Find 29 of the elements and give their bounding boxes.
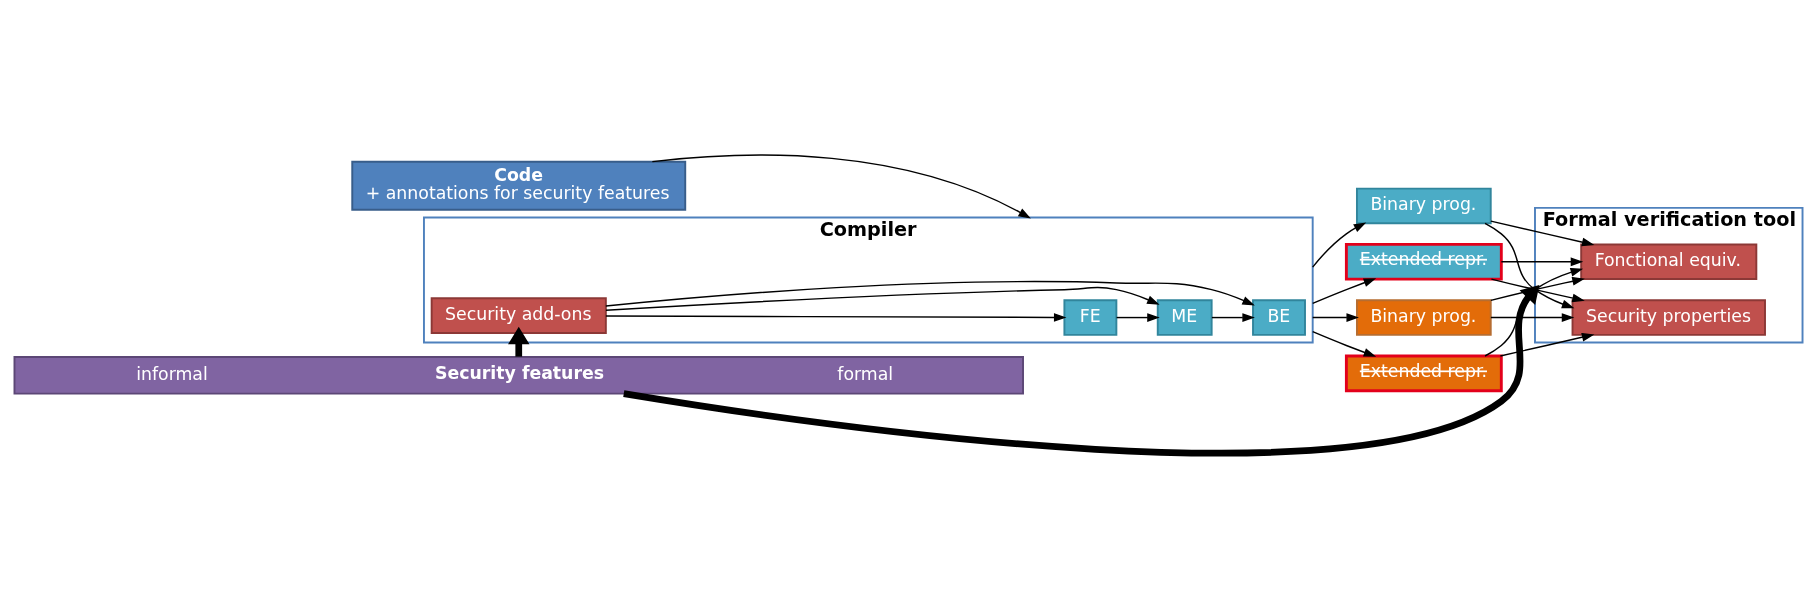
arrow	[605, 280, 1255, 307]
node-box: Fonctional equiv.	[1580, 242, 1758, 280]
arrow	[1499, 332, 1595, 357]
arrow	[1500, 256, 1584, 266]
arrow	[1311, 277, 1377, 304]
node-box: informal Security features formal	[13, 355, 1024, 395]
arrow	[605, 312, 1067, 322]
node-box: Binary prog.	[1356, 187, 1492, 224]
arrow	[1211, 312, 1255, 322]
arrow	[651, 153, 1031, 219]
arrow	[1490, 219, 1595, 246]
node-box: ME	[1156, 298, 1213, 336]
node-box: Security add-ons	[430, 296, 607, 334]
arrow	[1311, 312, 1359, 322]
arrow	[1484, 222, 1575, 308]
node-box: Extended repr.	[1344, 354, 1503, 392]
node-box: FE	[1063, 298, 1118, 336]
arrow	[1311, 330, 1377, 357]
node-box: Binary prog.	[1356, 298, 1492, 336]
arrow	[623, 284, 1540, 456]
arrow	[1115, 312, 1160, 322]
arrow	[1311, 221, 1367, 268]
node-box: Extended repr.	[1344, 242, 1503, 280]
node-box: Code + annotations for security features	[351, 160, 687, 211]
arrow	[1484, 267, 1584, 357]
arrow	[605, 286, 1160, 311]
node-box: Security properties	[1571, 298, 1766, 336]
arrow	[1490, 312, 1575, 322]
node-box: BE	[1252, 298, 1306, 336]
